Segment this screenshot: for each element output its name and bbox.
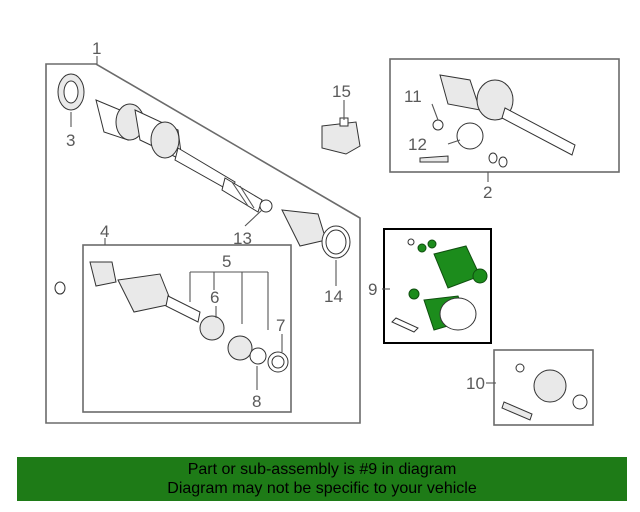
callout-2: 2 xyxy=(483,183,492,202)
callout-8: 8 xyxy=(252,392,261,411)
callout-11: 11 xyxy=(404,87,422,106)
callout-6: 6 xyxy=(210,288,219,307)
banner-line-1: Part or sub-assembly is #9 in diagram xyxy=(187,461,457,478)
axle-shaft-drawing xyxy=(57,73,263,213)
callout-15: 15 xyxy=(332,82,351,101)
part-9-boot-kit[interactable] xyxy=(383,228,492,344)
drive-shaft-assembly-outline xyxy=(45,63,361,424)
info-banner: Part or sub-assembly is #9 in diagram Di… xyxy=(17,457,627,501)
callout-10: 10 xyxy=(466,374,485,393)
callout-12: 12 xyxy=(408,135,427,154)
callout-numbers: 1 2 3 4 5 6 7 8 9 10 11 12 13 14 15 xyxy=(66,39,492,411)
bracket-15-drawing xyxy=(321,117,361,155)
callout-13: 13 xyxy=(233,229,252,248)
callout-4: 4 xyxy=(100,222,109,241)
callout-1: 1 xyxy=(92,39,101,58)
leader-lines xyxy=(70,56,496,390)
inset-frame-2 xyxy=(389,58,620,173)
callout-9[interactable]: 9 xyxy=(368,280,377,299)
inner-joint-drawing xyxy=(54,261,289,373)
callout-5: 5 xyxy=(222,252,231,271)
inset-frame-10 xyxy=(493,349,594,426)
callout-14: 14 xyxy=(324,287,343,306)
banner-line-2: Diagram may not be specific to your vehi… xyxy=(167,480,477,497)
callout-7: 7 xyxy=(276,316,285,335)
boot-and-clamp-drawing xyxy=(259,199,351,259)
callout-3: 3 xyxy=(66,131,75,150)
